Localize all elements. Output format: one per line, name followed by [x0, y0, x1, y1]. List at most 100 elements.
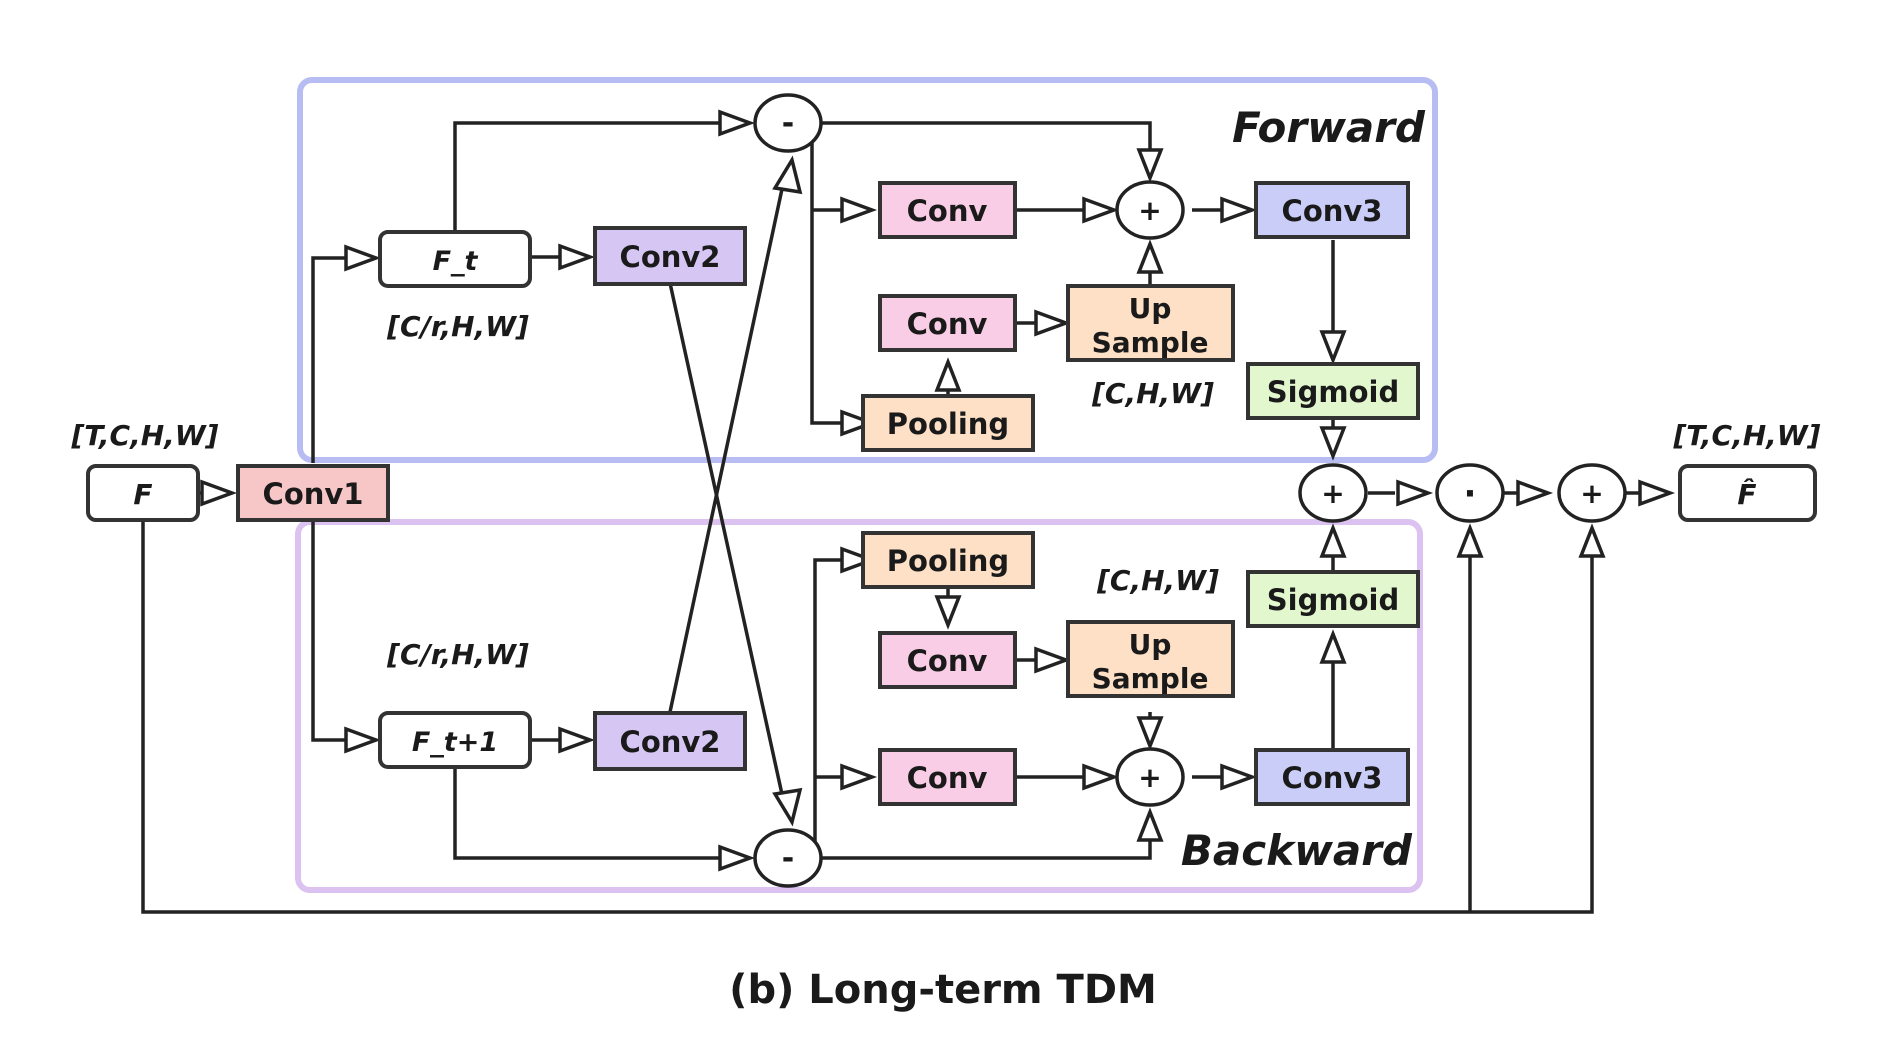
- forward-label: Forward: [1232, 103, 1426, 152]
- subtract-node-bottom: [753, 828, 823, 888]
- arrowhead: [200, 479, 238, 507]
- arrowhead: [1136, 807, 1164, 842]
- backward-upsample-label-line1: Up: [1129, 628, 1172, 661]
- forward-upsample-dims-label: [C,H,W]: [1091, 377, 1214, 410]
- arrowhead: [840, 196, 878, 224]
- multiply-node-symbol: ·: [1464, 474, 1477, 514]
- arrowhead: [718, 109, 756, 137]
- forward-conv3-label: Conv3: [1282, 194, 1383, 228]
- add-node-backward-symbol: +: [1138, 761, 1161, 794]
- arrowhead: [1034, 646, 1072, 674]
- f-t-label: F_t: [433, 246, 479, 277]
- conv2-bottom-box: [593, 711, 747, 771]
- arrowhead: [1220, 763, 1258, 791]
- forward-conv-top-label: Conv: [907, 194, 988, 228]
- forward-group-frame: [297, 77, 1438, 463]
- forward-pooling-box: [861, 394, 1035, 452]
- arrowhead: [718, 844, 756, 872]
- backward-upsample-box: [1066, 620, 1235, 698]
- backward-conv3-box: [1254, 748, 1410, 806]
- conv1-label: Conv1: [263, 477, 364, 511]
- add-node-forward-symbol: +: [1138, 194, 1161, 227]
- arrowhead: [1319, 629, 1347, 664]
- add-node-final-symbol: +: [1580, 477, 1603, 510]
- arrowhead: [1136, 716, 1164, 751]
- arrowhead: [1082, 196, 1120, 224]
- add-node-merge: [1298, 463, 1368, 523]
- arrowhead: [1319, 426, 1347, 461]
- backward-label: Backward: [1181, 826, 1413, 875]
- conv2-top-label: Conv2: [620, 240, 721, 274]
- arrowhead: [558, 726, 596, 754]
- add-node-final: [1557, 463, 1627, 523]
- arrowhead: [840, 763, 878, 791]
- figure-caption: (b) Long-term TDM: [729, 967, 1157, 1013]
- arrowhead: [840, 546, 878, 574]
- forward-sigmoid-box: [1246, 362, 1420, 420]
- arrowhead: [1396, 479, 1434, 507]
- arrowhead: [840, 409, 878, 437]
- arrowhead: [1220, 196, 1258, 224]
- f-t1-box: [378, 711, 532, 769]
- backward-conv-bottom-label: Conv: [907, 761, 988, 795]
- backward-conv-bottom-box: [878, 748, 1017, 806]
- conv2-top-box: [593, 226, 747, 286]
- arrowhead: [1136, 148, 1164, 183]
- arrowhead: [772, 787, 803, 827]
- backward-conv-mid-box: [878, 631, 1017, 689]
- forward-pooling-label: Pooling: [887, 407, 1009, 441]
- forward-sigmoid-label: Sigmoid: [1267, 375, 1399, 409]
- backward-pooling-box: [861, 531, 1035, 589]
- conv2-bottom-label: Conv2: [620, 725, 721, 759]
- multiply-node: [1435, 463, 1505, 523]
- add-node-merge-symbol: +: [1321, 477, 1344, 510]
- output-dims-label: [T,C,H,W]: [1673, 419, 1821, 452]
- arrowhead: [772, 155, 803, 195]
- forward-upsample-box: [1066, 284, 1235, 362]
- f-t1-label: F_t+1: [412, 727, 498, 758]
- backward-conv-mid-label: Conv: [907, 644, 988, 678]
- forward-upsample-label-line1: Up: [1129, 292, 1172, 325]
- backward-sigmoid-box: [1246, 570, 1420, 628]
- arrowhead: [1082, 763, 1120, 791]
- input-feature-box: [86, 464, 200, 522]
- arrowhead: [1638, 479, 1676, 507]
- forward-conv3-box: [1254, 181, 1410, 239]
- arrowhead: [344, 244, 382, 272]
- backward-upsample-label-line2: Sample: [1092, 662, 1209, 695]
- add-node-forward: [1115, 180, 1185, 240]
- arrowhead: [1319, 523, 1347, 558]
- backward-pooling-label: Pooling: [887, 544, 1009, 578]
- f-t1-dims-label: [C/r,H,W]: [386, 638, 529, 671]
- arrowhead: [558, 243, 596, 271]
- backward-conv3-label: Conv3: [1282, 761, 1383, 795]
- arrowhead: [1578, 523, 1606, 558]
- input-dims-label: [T,C,H,W]: [71, 419, 219, 452]
- add-node-backward: [1115, 747, 1185, 807]
- subtract-node-top-symbol: -: [782, 106, 794, 141]
- forward-upsample-label-line2: Sample: [1092, 326, 1209, 359]
- forward-conv-mid-box: [878, 294, 1017, 352]
- forward-conv-mid-label: Conv: [907, 307, 988, 341]
- subtract-node-bottom-symbol: -: [782, 841, 794, 876]
- f-t-dims-label: [C/r,H,W]: [386, 310, 529, 343]
- arrowhead: [1319, 330, 1347, 365]
- arrowhead: [934, 595, 962, 630]
- arrowhead: [1034, 309, 1072, 337]
- f-t-box: [378, 230, 532, 288]
- arrowhead: [1516, 479, 1554, 507]
- output-feature-label: F̂: [1737, 478, 1756, 511]
- arrowhead: [1136, 239, 1164, 274]
- subtract-node-top: [753, 93, 823, 153]
- input-feature-label: F: [133, 478, 152, 511]
- backward-group-frame: [295, 519, 1423, 893]
- conv1-box: [236, 464, 390, 522]
- arrowhead: [344, 726, 382, 754]
- backward-upsample-dims-label: [C,H,W]: [1096, 564, 1219, 597]
- output-feature-box: [1678, 464, 1817, 522]
- forward-conv-top-box: [878, 181, 1017, 239]
- arrowhead: [1456, 523, 1484, 558]
- arrowhead: [934, 357, 962, 392]
- backward-sigmoid-label: Sigmoid: [1267, 583, 1399, 617]
